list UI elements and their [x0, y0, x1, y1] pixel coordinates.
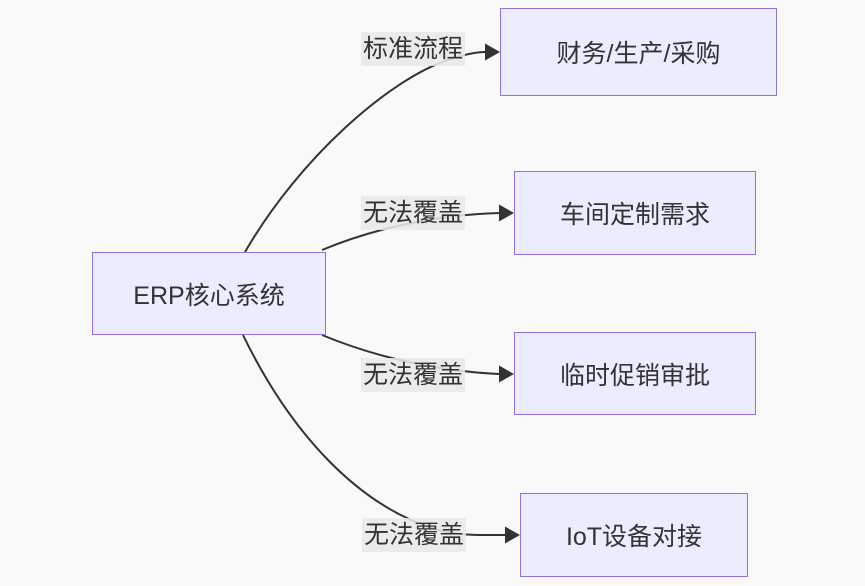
- node-temp-promotion-approval: 临时促销审批: [514, 332, 756, 415]
- node-workshop-custom-needs: 车间定制需求: [514, 171, 756, 255]
- edge-label-cannot-cover-iot: 无法覆盖: [362, 518, 467, 552]
- edge-erp-iot: [242, 334, 506, 537]
- edge-label-cannot-cover-promo: 无法覆盖: [361, 358, 466, 392]
- node-iot-device-integration: IoT设备对接: [520, 493, 748, 577]
- node-finance-production-procurement: 财务/生产/采购: [500, 8, 777, 96]
- arrowhead-workshop: [499, 204, 514, 222]
- node-erp-core-system: ERP核心系统: [92, 252, 326, 335]
- arrowhead-promo: [499, 365, 514, 383]
- edge-erp-finance: [244, 51, 486, 253]
- edge-label-standard-process: 标准流程: [361, 32, 466, 66]
- arrowhead-finance: [485, 43, 500, 61]
- edge-label-cannot-cover-workshop: 无法覆盖: [361, 196, 466, 230]
- arrowhead-iot: [505, 526, 520, 544]
